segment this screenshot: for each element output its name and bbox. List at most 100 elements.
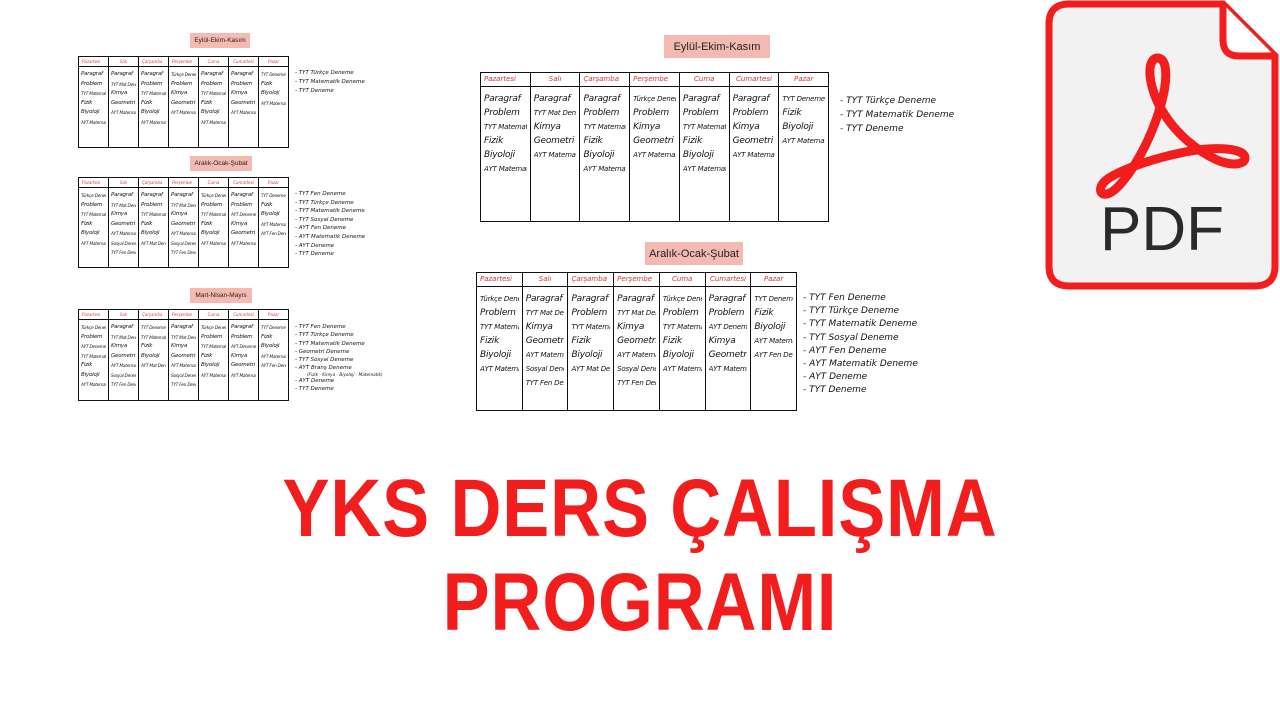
day-header: Pazartesi — [79, 57, 108, 67]
note-item: - TYT Türkçe Deneme — [295, 199, 354, 206]
subject-cell: Paragraf — [111, 192, 133, 198]
subject-cell: Problem — [81, 201, 103, 208]
subject-cell: Sosyal Deneme — [617, 365, 656, 373]
subject-cell: Paragraf — [231, 71, 253, 77]
subject-cell: Problem — [171, 80, 193, 87]
day-header: Cuma — [659, 273, 705, 287]
subject-cell: AYT Mat Deneme — [141, 363, 166, 368]
subject-cell: Biyoloji — [662, 350, 694, 360]
day-header: Pazar — [259, 57, 288, 67]
subject-cell: Problem — [141, 201, 163, 208]
subject-cell: AYT Matematik — [201, 372, 226, 378]
note-item: - AYT Fen Deneme — [295, 225, 346, 232]
subject-cell: Paragraf — [484, 94, 521, 104]
subject-cell: Kimya — [231, 90, 248, 96]
subject-cell: AYT Matematik — [633, 151, 676, 159]
subject-cell: Paragraf — [732, 94, 770, 104]
day-header: Pazartesi — [481, 73, 530, 87]
day-header: Cuma — [199, 57, 228, 67]
subject-cell: Sosyal Deneme — [111, 372, 136, 378]
note-item: - TYT Deneme — [803, 385, 867, 396]
subject-cell: AYT Matematik — [617, 351, 656, 359]
subject-cell: Sosyal Deneme — [171, 372, 196, 378]
subject-cell: AYT Matematik — [533, 151, 577, 159]
subject-cell: Problem — [662, 308, 699, 318]
subject-cell: Sosyal Deneme — [171, 240, 196, 246]
note-item: - AYT Matematik Deneme — [295, 233, 366, 240]
svg-text:PDF: PDF — [1100, 195, 1224, 264]
subject-cell: Biyoloji — [583, 150, 615, 160]
subject-cell: TYT Matematik — [571, 323, 610, 331]
subject-cell: Paragraf — [141, 71, 163, 77]
subject-cell: Fizik — [201, 352, 213, 359]
note-item: - AYT Matematik Deneme — [803, 359, 918, 370]
subject-cell: Geometri — [525, 336, 565, 346]
page-headline: YKS DERS ÇALIŞMA PROGRAMI — [0, 462, 1280, 650]
subject-cell: Fizik — [141, 99, 153, 106]
note-item: - TYT Sosyal Deneme — [803, 332, 899, 343]
subject-cell: Biyoloji — [81, 230, 100, 236]
subject-cell: Türkçe Deneme — [171, 72, 196, 77]
subject-cell: Problem — [682, 108, 719, 118]
subject-cell: TYT Mat Deneme — [171, 334, 196, 340]
subject-cell: Kimya — [708, 336, 736, 346]
subject-cell: TYT Matematik — [81, 353, 106, 359]
subject-cell: Paragraf — [682, 94, 720, 104]
day-header: Salı — [109, 178, 138, 188]
subject-cell: Paragraf — [111, 71, 133, 77]
subject-cell: AYT Matematik — [662, 365, 702, 373]
subject-cell: AYT Matematik — [261, 221, 286, 227]
subject-cell: Kimya — [171, 211, 188, 217]
subject-cell: AYT Matematik — [231, 240, 256, 246]
subject-cell: Biyoloji — [682, 150, 714, 160]
note-item: - AYT Branş Deneme — [295, 365, 352, 372]
subject-cell: Problem — [231, 333, 253, 340]
subject-cell: AYT Deneme — [81, 344, 106, 349]
subject-cell: TYT Fen Deneme — [525, 379, 565, 387]
subject-cell: Paragraf — [201, 71, 223, 77]
note-item: - TYT Fen Deneme — [295, 191, 346, 197]
subject-cell: TYT Mat Deneme — [111, 81, 136, 87]
subject-cell: TYT Matematik — [480, 323, 519, 331]
note-item: (Fizik - Kimya - Biyoloji - Matematik) — [307, 371, 383, 377]
subject-cell: TYT Mat Deneme — [525, 309, 565, 317]
subject-cell: AYT Fen Deneme — [261, 363, 286, 368]
subject-cell: Problem — [141, 80, 163, 87]
subject-cell: Türkçe Deneme — [633, 95, 676, 103]
subject-cell: TYT Matematik — [201, 344, 226, 349]
subject-cell: TYT Matematik — [141, 334, 166, 340]
subject-cell: Biyoloji — [201, 362, 220, 368]
subject-cell: AYT Matematik — [201, 240, 226, 246]
day-header: Salı — [522, 273, 568, 287]
subject-cell: Geometri — [732, 136, 774, 146]
subject-cell: Türkçe Deneme — [81, 193, 106, 198]
subject-cell: TYT Fen Deneme — [111, 250, 136, 255]
subject-cell: Paragraf — [141, 192, 163, 198]
subject-cell: TYT Matematik — [81, 91, 106, 96]
subject-cell: TYT Matematik — [141, 212, 166, 217]
note-item: - AYT Deneme — [803, 372, 868, 383]
subject-cell: AYT Matematik — [782, 137, 825, 145]
day-header: Cuma — [199, 178, 228, 188]
subject-cell: TYT Deneme — [261, 325, 286, 330]
schedule-period-label: Mart-Nisan-Mayıs — [190, 288, 252, 303]
note-item: - TYT Fen Deneme — [295, 324, 346, 330]
subject-cell: AYT Matematik — [81, 240, 106, 246]
day-header: Cumartesi — [705, 273, 751, 287]
note-item: - TYT Deneme — [295, 88, 334, 94]
subject-cell: Türkçe Deneme — [480, 295, 519, 303]
subject-cell: TYT Deneme — [261, 193, 286, 198]
